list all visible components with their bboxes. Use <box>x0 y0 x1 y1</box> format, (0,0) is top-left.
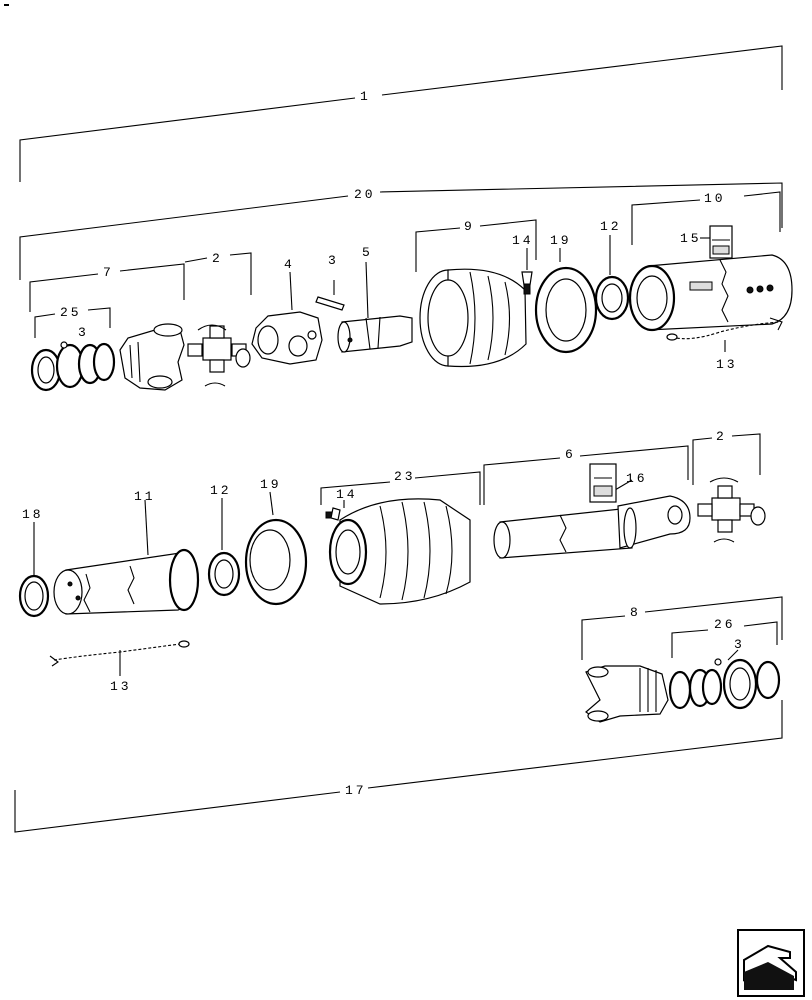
callout-3b: 3 <box>328 253 339 268</box>
corner-mark <box>4 4 9 6</box>
part-inner-tube-5 <box>337 315 413 353</box>
part-bearing-ring-12a <box>594 275 630 321</box>
part-grease-nipple-3a <box>60 341 68 349</box>
callout-5: 5 <box>362 245 373 260</box>
callout-19b: 19 <box>260 477 282 492</box>
part-screw-14a <box>521 271 533 295</box>
bracket-23 <box>320 471 481 505</box>
bracket-10 <box>631 191 781 245</box>
callout-23: 23 <box>394 469 416 484</box>
callout-1: 1 <box>360 89 371 104</box>
callout-26: 26 <box>714 617 736 632</box>
callout-17: 17 <box>345 783 367 798</box>
part-safety-chain-13a <box>666 317 783 341</box>
callout-3c: 3 <box>734 637 745 652</box>
part-yoke-8 <box>585 665 669 723</box>
bracket-1 <box>19 45 783 182</box>
part-screw-14b <box>325 507 341 521</box>
leader-lines <box>33 235 739 676</box>
part-bearing-ring-12b <box>207 551 241 597</box>
callout-14a: 14 <box>512 233 534 248</box>
callout-7: 7 <box>103 265 114 280</box>
part-universal-joint-2a <box>187 324 251 387</box>
part-guard-bellows-9 <box>419 268 527 368</box>
callout-13a: 13 <box>716 357 738 372</box>
part-circlip-set-25 <box>30 342 116 392</box>
callout-9: 9 <box>464 219 475 234</box>
bracket-2a <box>184 252 252 295</box>
part-inner-yoke-4 <box>251 311 323 365</box>
part-outer-tube-6 <box>493 495 691 559</box>
callout-16: 16 <box>626 471 648 486</box>
callout-8: 8 <box>630 605 641 620</box>
part-yoke-7 <box>119 323 185 391</box>
callout-2b: 2 <box>716 429 727 444</box>
part-spring-pin-3b <box>315 296 345 311</box>
callout-6: 6 <box>565 447 576 462</box>
part-safety-chain-13b <box>49 640 190 667</box>
callout-10: 10 <box>704 191 726 206</box>
callout-15: 15 <box>680 231 702 246</box>
part-warning-label-16 <box>589 463 617 503</box>
callout-2a: 2 <box>212 251 223 266</box>
bracket-9 <box>415 219 537 272</box>
callout-3a: 3 <box>78 325 89 340</box>
part-end-cap-18 <box>18 574 50 618</box>
part-support-ring-19b <box>244 518 308 606</box>
callout-labels: 1 20 7 2 25 3 4 3 5 9 14 19 12 10 15 13 … <box>22 89 745 798</box>
callout-12b: 12 <box>210 483 232 498</box>
callout-11: 11 <box>134 489 156 504</box>
callout-12a: 12 <box>600 219 622 234</box>
callout-4: 4 <box>284 257 295 272</box>
bracket-20 <box>19 182 783 280</box>
callout-14b: 14 <box>336 487 358 502</box>
bracket-6 <box>483 445 689 505</box>
callout-18: 18 <box>22 507 44 522</box>
callout-25: 25 <box>60 305 82 320</box>
part-universal-joint-2b <box>697 477 766 543</box>
callout-19a: 19 <box>550 233 572 248</box>
bracket-7 <box>29 263 185 312</box>
part-guard-bellows-23 <box>328 498 471 605</box>
callout-20: 20 <box>354 187 376 202</box>
part-outer-guard-cone-10 <box>628 254 793 332</box>
part-support-ring-19a <box>534 266 598 354</box>
next-page-arrow-icon[interactable] <box>737 929 805 997</box>
bracket-26 <box>671 621 778 658</box>
part-outer-guard-cone-11 <box>53 548 200 615</box>
part-warning-label-15 <box>709 225 733 259</box>
bracket-8 <box>581 596 783 660</box>
part-circlip-set-26 <box>668 658 781 710</box>
bracket-17 <box>14 700 783 833</box>
callout-13b: 13 <box>110 679 132 694</box>
bracket-25 <box>34 307 111 338</box>
bracket-2b <box>692 433 761 485</box>
part-grease-nipple-3c <box>714 658 722 666</box>
